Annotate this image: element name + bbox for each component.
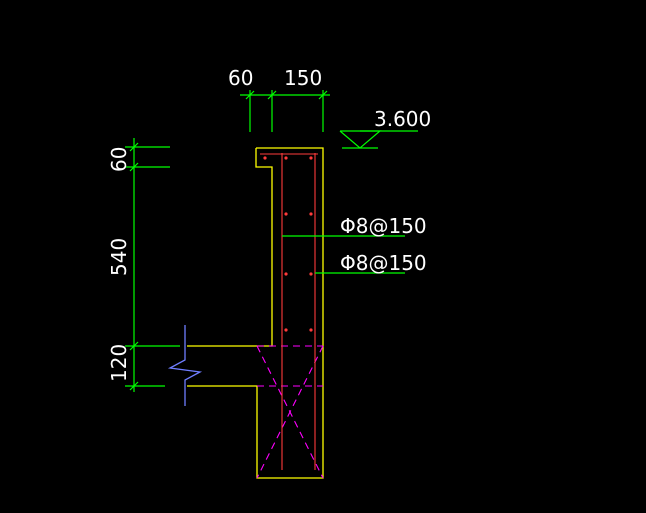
slab-break-line bbox=[167, 325, 203, 406]
rebar-dots bbox=[263, 156, 313, 332]
dim-left-120: 120 bbox=[107, 344, 131, 382]
elevation-marker bbox=[339, 130, 418, 149]
dim-top-60: 60 bbox=[228, 66, 253, 90]
dim-left-540: 540 bbox=[107, 238, 131, 276]
dim-top-150: 150 bbox=[284, 66, 322, 90]
top-dimension bbox=[240, 90, 330, 132]
elevation-label: 3.600 bbox=[374, 107, 431, 131]
rebar-note-leaders bbox=[282, 235, 405, 274]
rebar-lines bbox=[260, 153, 318, 470]
rebar-note-2: Φ8@150 bbox=[340, 251, 427, 275]
section-outline bbox=[187, 147, 324, 479]
left-dimension bbox=[125, 138, 180, 392]
section-hatch bbox=[256, 345, 324, 479]
rebar-note-1: Φ8@150 bbox=[340, 214, 427, 238]
dim-left-60: 60 bbox=[107, 147, 131, 172]
